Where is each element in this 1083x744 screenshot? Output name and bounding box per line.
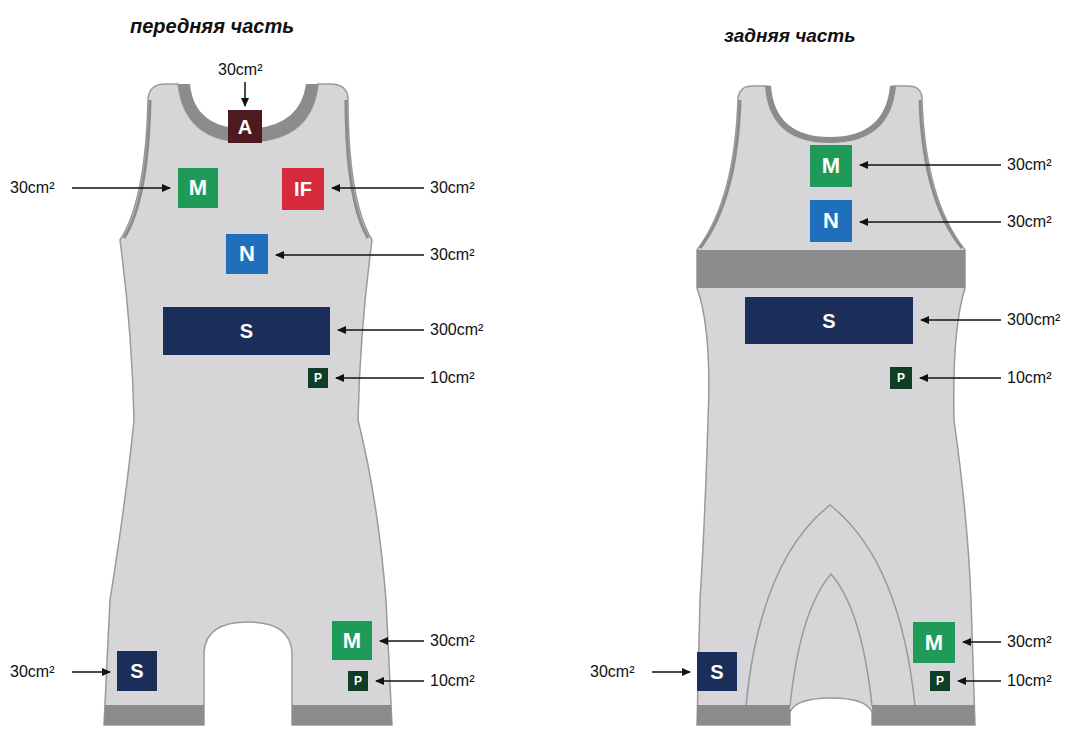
back-collar <box>768 86 893 140</box>
front-armhole-trim <box>124 100 150 238</box>
area-label: 30cm² <box>10 663 54 681</box>
back-seam <box>746 505 915 706</box>
leader-arrow <box>958 680 1001 682</box>
area-label: 30cm² <box>1007 156 1051 174</box>
logo-zone-box: P <box>308 368 328 388</box>
leader-arrow <box>276 254 424 256</box>
front-hem <box>292 705 392 725</box>
back-armhole-trim <box>700 100 740 248</box>
back-seam <box>790 574 872 706</box>
area-label: 30cm² <box>590 663 634 681</box>
zone-letter: M <box>189 177 207 199</box>
logo-zone-box: S <box>697 652 737 691</box>
area-label: 300cm² <box>430 321 483 339</box>
leader-arrow <box>920 377 1001 379</box>
leader-arrow <box>963 641 1001 643</box>
logo-zone-box: M <box>178 168 218 208</box>
logo-zone-box: P <box>930 671 950 691</box>
area-label: 30cm² <box>430 632 474 650</box>
area-label: 30cm² <box>1007 213 1051 231</box>
back-hem <box>697 705 790 725</box>
zone-letter: P <box>354 675 362 687</box>
zone-letter: S <box>240 321 253 341</box>
leader-arrow <box>336 377 424 379</box>
area-label: 10cm² <box>1007 369 1051 387</box>
zone-letter: P <box>897 372 905 384</box>
zone-letter: M <box>343 630 361 652</box>
view-heading: передняя часть <box>130 17 294 35</box>
area-label: 30cm² <box>430 179 474 197</box>
leader-arrow <box>380 640 424 642</box>
logo-zone-box: S <box>117 651 157 691</box>
area-label: 300cm² <box>1007 311 1060 329</box>
logo-zone-box: S <box>745 297 913 344</box>
zone-letter: M <box>925 632 943 654</box>
leader-arrow <box>860 221 1001 223</box>
area-label: 30cm² <box>430 246 474 264</box>
logo-zone-box: M <box>913 622 955 663</box>
zone-letter: IF <box>294 179 312 199</box>
zone-letter: P <box>314 372 322 384</box>
area-label: 30cm² <box>1007 633 1051 651</box>
leader-arrow <box>332 187 424 189</box>
leader-arrow <box>72 671 110 673</box>
logo-zone-box: A <box>228 110 262 143</box>
front-collar <box>178 84 318 142</box>
zone-letter: S <box>130 661 143 681</box>
zone-letter: P <box>936 675 944 687</box>
zone-letter: M <box>822 155 840 177</box>
zone-letter: A <box>238 117 252 137</box>
logo-zone-box: P <box>348 671 368 691</box>
zone-letter: S <box>822 311 835 331</box>
area-label: 10cm² <box>430 672 474 690</box>
back-waist-band <box>697 250 965 288</box>
logo-zone-box: N <box>810 200 852 242</box>
area-label: 30cm² <box>10 179 54 197</box>
front-singlet <box>104 84 392 725</box>
front-hem <box>104 705 204 725</box>
leader-arrow <box>338 329 424 331</box>
logo-zone-box: M <box>810 145 852 187</box>
logo-zone-box: N <box>226 234 268 274</box>
back-hem <box>872 705 975 725</box>
leader-arrow <box>652 671 690 673</box>
area-label: 30cm² <box>218 61 262 79</box>
logo-zone-box: IF <box>282 168 324 210</box>
area-label: 10cm² <box>430 369 474 387</box>
logo-zone-box: S <box>163 307 330 355</box>
area-label: 10cm² <box>1007 672 1051 690</box>
leader-arrow <box>860 164 1001 166</box>
leader-arrow <box>376 680 424 682</box>
back-singlet <box>697 86 975 725</box>
back-armhole-trim <box>920 100 962 248</box>
leader-arrow <box>244 82 246 106</box>
logo-zone-box: P <box>890 367 912 389</box>
logo-zone-box: M <box>332 621 372 660</box>
zone-letter: N <box>823 210 839 232</box>
zone-letter: S <box>710 662 723 682</box>
front-armhole-trim <box>346 100 368 238</box>
view-heading: задняя часть <box>724 27 856 45</box>
leader-arrow <box>921 319 1001 321</box>
zone-letter: N <box>239 243 255 265</box>
leader-arrow <box>72 187 170 189</box>
